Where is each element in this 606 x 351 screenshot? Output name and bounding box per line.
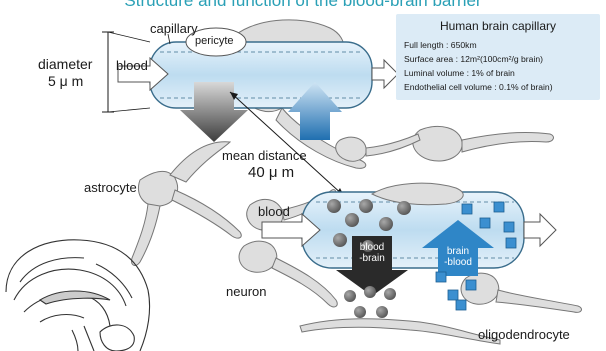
figure-title: Structure and function of the blood-brai… [0, 0, 606, 11]
bottom-outflow-arrow [524, 214, 556, 246]
info-line-luminal-volume: Luminal volume : 1% of brain [404, 68, 515, 78]
cerebellum [100, 325, 134, 351]
right-astrocyte [413, 126, 462, 161]
square [448, 290, 458, 300]
astrocyte-process-3 [172, 190, 241, 238]
pericyte-label: pericyte [195, 35, 234, 47]
mean-distance-label: mean distance [222, 148, 307, 163]
corpus-callosum [40, 291, 110, 304]
particle [376, 306, 388, 318]
particle [359, 199, 373, 213]
info-line-endothelial-volume: Endothelial cell volume : 0.1% of brain) [404, 82, 553, 92]
mean-distance-value: 40 μ m [248, 164, 294, 181]
capillary-label: capillary [150, 21, 198, 36]
info-line-full-length: Full length : 650km [404, 40, 477, 50]
info-line-surface-area: Surface area : 12m²(100cm²/g brain) [404, 54, 543, 64]
blood-brain-arrow-label: blood -brain [350, 242, 394, 264]
square [466, 280, 476, 290]
info-box-title: Human brain capillary [396, 19, 600, 33]
particle [327, 199, 341, 213]
particle [345, 213, 359, 227]
square [462, 204, 472, 214]
neuron-body [239, 241, 277, 272]
info-box: Human brain capillary Full length : 650k… [396, 14, 600, 100]
brainstem [84, 326, 94, 351]
top-outflow-arrow [372, 60, 398, 88]
astrocyte-process-2 [132, 204, 160, 265]
oligodendrocyte-label: oligodendrocyte [478, 327, 570, 342]
square [494, 202, 504, 212]
blood-label-top: blood [116, 58, 148, 73]
particle [344, 290, 356, 302]
particle [354, 306, 366, 318]
brain-blood-arrow-label: brain -blood [436, 246, 480, 268]
square [456, 300, 466, 310]
right-astrocyte-process [462, 132, 553, 152]
astrocyte-label: astrocyte [84, 180, 137, 195]
bottom-fiber [300, 319, 500, 344]
neuron-label: neuron [226, 284, 266, 299]
upper-right-neuron-process [366, 134, 420, 156]
square [480, 218, 490, 228]
particle [384, 288, 396, 300]
particle [397, 201, 411, 215]
square [506, 238, 516, 248]
oligodendrocyte-process [496, 290, 581, 312]
particle [333, 233, 347, 247]
astrocyte-process-1 [170, 142, 230, 182]
square [436, 272, 446, 282]
brain-section [6, 240, 150, 351]
diameter-label: diameter [38, 56, 92, 72]
particle [379, 217, 393, 231]
central-astrocyte [138, 171, 177, 206]
blood-label-bottom: blood [258, 204, 290, 219]
square [504, 222, 514, 232]
particle [364, 286, 376, 298]
diameter-value: 5 μ m [48, 73, 83, 89]
top-capillary [102, 28, 398, 142]
